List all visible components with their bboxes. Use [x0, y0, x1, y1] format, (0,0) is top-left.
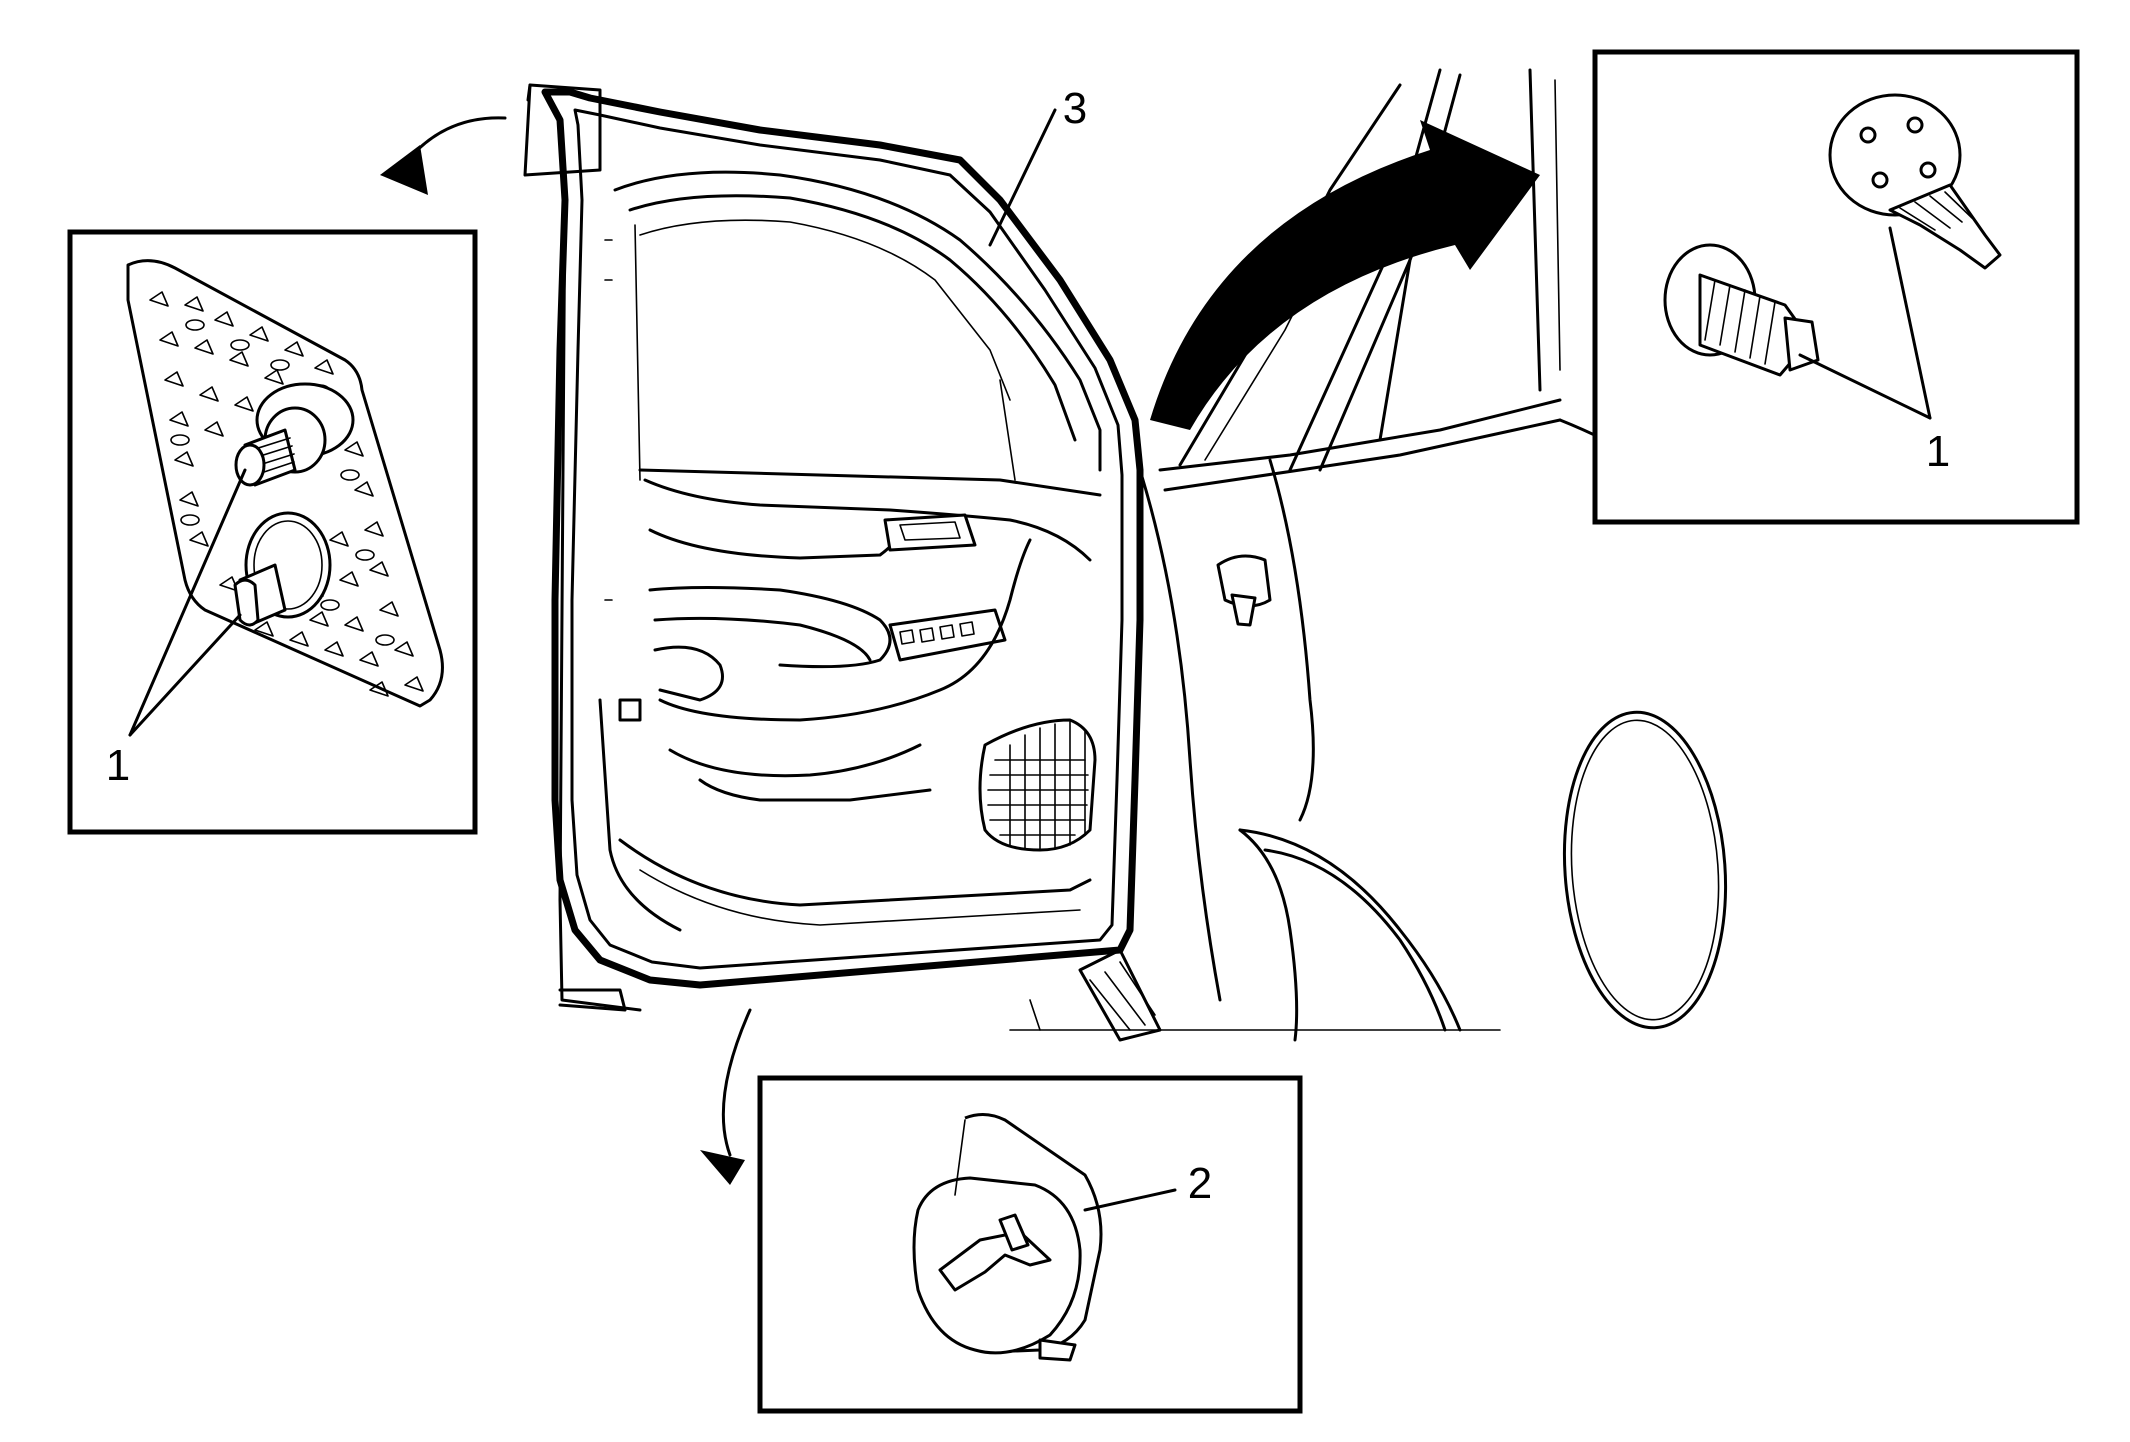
trim-panel-backing [126, 259, 444, 708]
speaker-grille-pattern [987, 721, 1089, 851]
detail-box-top-right: 1 [1592, 49, 2080, 525]
detail-box-left: 1 [67, 229, 478, 835]
vehicle-body [1009, 68, 1728, 1042]
callout-retainer-bottom: 2 [1188, 1159, 1212, 1208]
detail-box-bottom: 2 [757, 1075, 1303, 1414]
door-assembly [523, 83, 1144, 1012]
callout-door-weatherstrip: 3 [1063, 84, 1087, 133]
arrow-top-right [1150, 120, 1540, 430]
retainer-threaded-left [234, 382, 355, 487]
retainer-pushpin-left [233, 511, 332, 627]
arrow-top-left [380, 116, 507, 195]
panel-rib-pattern [149, 291, 424, 697]
leader-door-weatherstrip [988, 108, 1057, 247]
arrow-bottom [700, 1008, 752, 1185]
retainer-clip-bottom [912, 1113, 1103, 1362]
retainer-threaded-right [1663, 243, 1820, 377]
callout-retainer-left: 1 [106, 741, 130, 790]
retainer-pushpin-right [1828, 93, 2002, 270]
callout-retainer-top-right: 1 [1926, 427, 1950, 476]
door-weatherstrip [541, 88, 1144, 989]
